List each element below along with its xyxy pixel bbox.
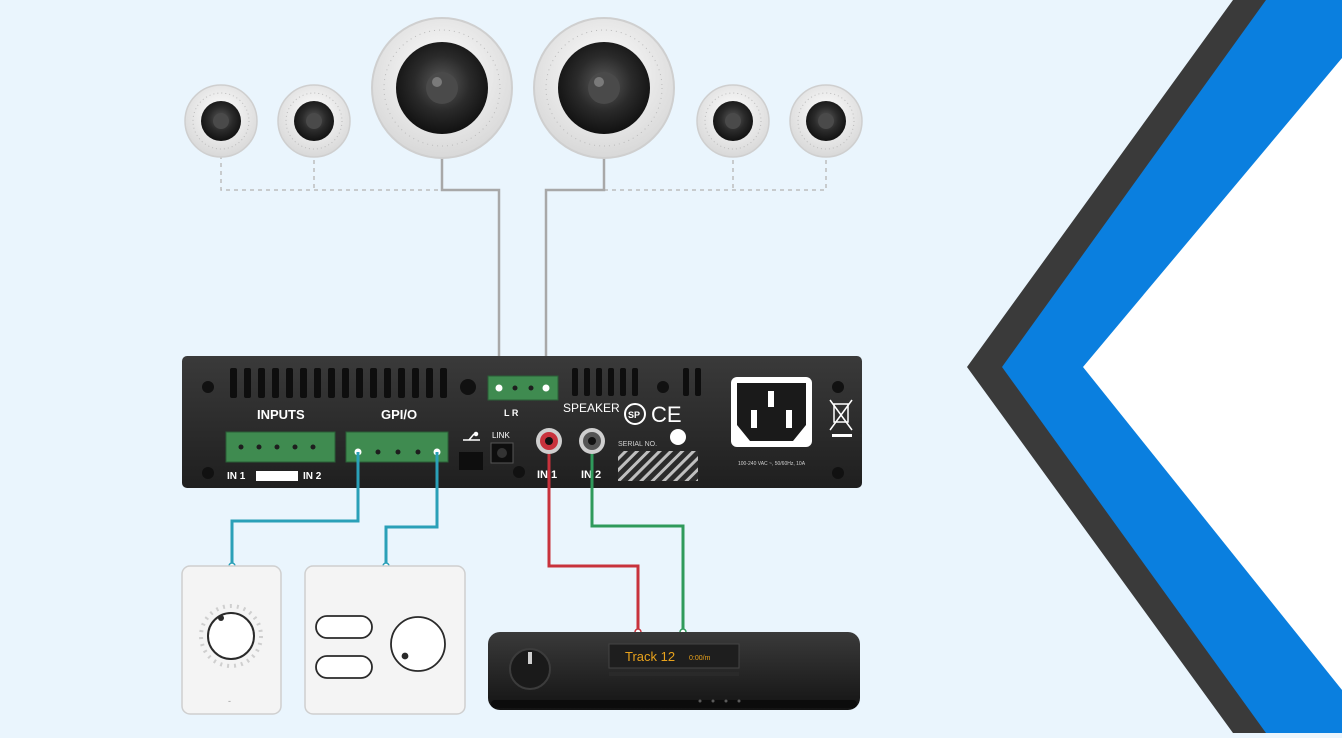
- speaker-bus-dashed: [220, 155, 827, 191]
- serial-barcode: [618, 451, 698, 481]
- csa-mark-icon: SP: [624, 403, 646, 425]
- ceiling-speaker-3: [371, 17, 513, 159]
- svg-text:SP: SP: [628, 410, 640, 420]
- weee-bin-icon: [829, 399, 853, 437]
- ceiling-speaker-icon: [277, 84, 351, 158]
- speaker-label: SPEAKER: [563, 401, 620, 415]
- input-mode-badge: [256, 471, 298, 481]
- player-display-subtext: 0:00/m: [689, 655, 711, 662]
- speaker-cables: [440, 150, 606, 384]
- gpio-terminal: [345, 431, 449, 463]
- ceiling-speaker-icon: [696, 84, 770, 158]
- svg-text:-: -: [228, 696, 231, 706]
- rca-cable-red: [547, 454, 640, 632]
- input-in1-label: IN 1: [227, 471, 246, 482]
- ceiling-speaker-5: [696, 84, 770, 158]
- input-in2-label: IN 2: [303, 471, 322, 482]
- rca-in1-label: IN 1: [537, 469, 557, 481]
- inputs-terminal: [225, 431, 336, 463]
- source-selector-icon: [315, 615, 446, 679]
- ceiling-speaker-2: [277, 84, 351, 158]
- player-indicator-dots: [698, 699, 741, 703]
- svg-text:CE: CE: [651, 402, 682, 427]
- ceiling-speaker-icon: [371, 17, 513, 159]
- gpio-cables: [230, 452, 439, 566]
- ceiling-speaker-icon: [184, 84, 258, 158]
- inputs-label: INPUTS: [257, 407, 305, 422]
- link-label: LINK: [492, 431, 510, 440]
- usb-port: [459, 452, 483, 470]
- speaker-terminal: L R: [487, 375, 559, 418]
- gpio-label: GPI/O: [381, 407, 417, 422]
- player-knob-icon: [509, 648, 551, 690]
- rca-cable-green: [590, 454, 685, 632]
- amplifier-rear-panel: L R SPEAKER INPUTS IN 1 IN 2 GPI/O: [182, 356, 862, 488]
- ceiling-speaker-icon: [789, 84, 863, 158]
- source-selector-plate: [304, 565, 466, 715]
- player-display-text: Track 12: [625, 649, 675, 664]
- speaker-terminal-label: L R: [504, 408, 519, 418]
- player-display: [608, 643, 740, 669]
- chevron-left-icon: [967, 0, 1342, 733]
- volume-control-plate: -: [181, 565, 282, 715]
- brand-logo: [670, 429, 686, 445]
- volume-knob-icon: [199, 604, 263, 668]
- ceiling-speaker-4: [533, 17, 675, 159]
- vent-slots-right: [572, 368, 701, 396]
- ceiling-speaker-1: [184, 84, 258, 158]
- serial-label: SERIAL NO.: [618, 441, 657, 448]
- vent-slots-left: [230, 368, 447, 398]
- ce-mark-icon: CE: [651, 402, 682, 427]
- ceiling-speaker-icon: [533, 17, 675, 159]
- rca-in2-jack: [579, 428, 605, 454]
- power-inlet-icon: [731, 377, 812, 447]
- media-player: Track 12 0:00/m: [488, 632, 860, 710]
- power-label: 100-240 VAC ~, 50/60Hz, 10A: [738, 461, 806, 467]
- usb-icon: [463, 431, 480, 441]
- rca-in1-jack: [536, 428, 562, 454]
- ceiling-speaker-6: [789, 84, 863, 158]
